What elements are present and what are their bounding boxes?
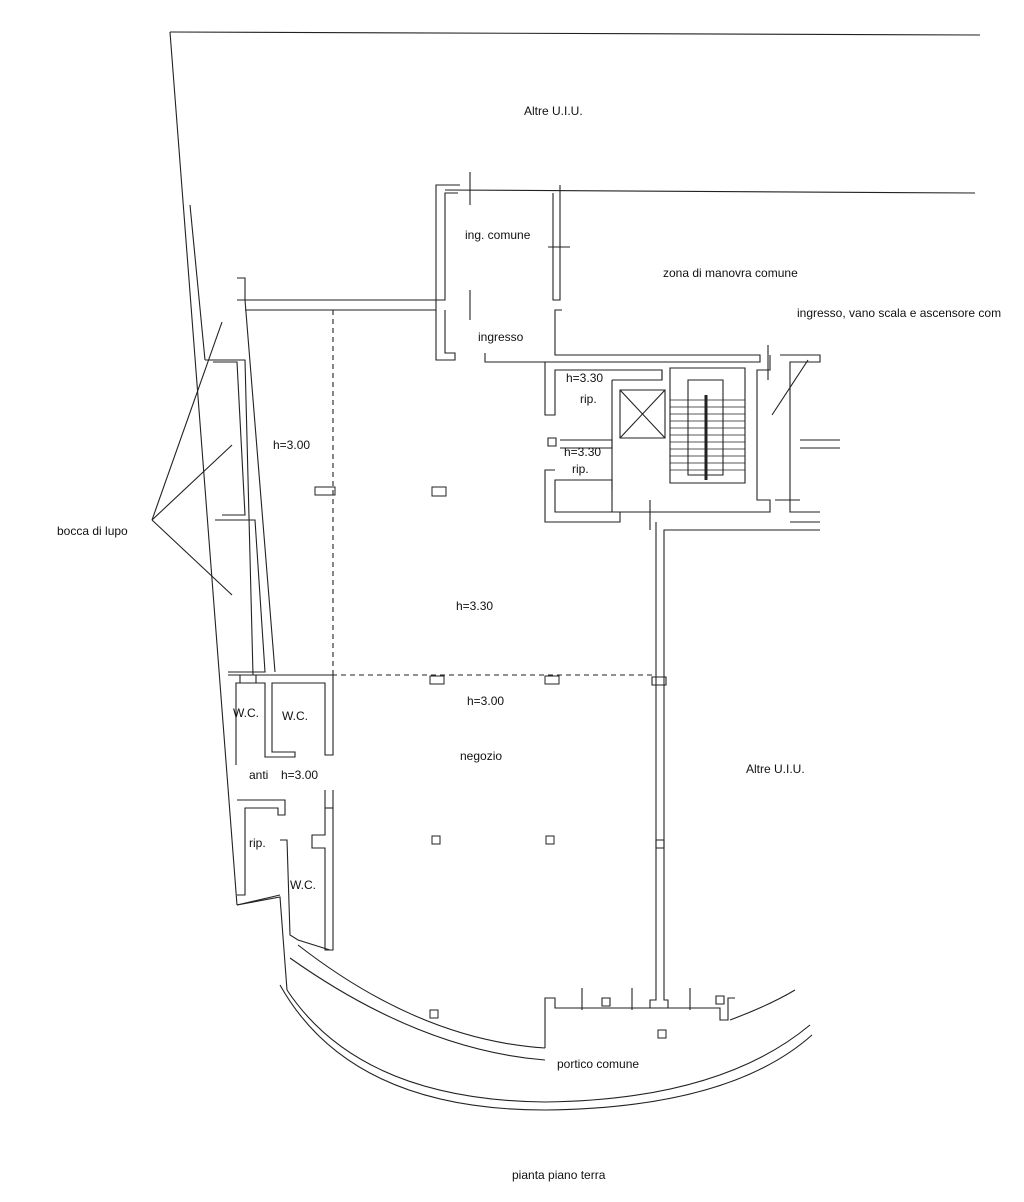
column [545,676,559,684]
label-portico-comune: portico comune [557,1057,640,1071]
portico-outer-curve [287,990,810,1102]
leader-line [152,322,222,520]
column [652,677,666,685]
light-well-wall [213,362,245,515]
wc-lower-walls [312,790,333,950]
portico-right-curve [730,990,795,1020]
light-well-wall [215,520,265,672]
label-height-rip2: h=3.30 [564,445,602,459]
label-rip2: rip. [572,462,589,476]
label-wc2: W.C. [282,709,308,723]
label-zona-manovra: zona di manovra comune [663,266,798,280]
lift-cross [620,390,665,438]
label-height-anti: h=3.00 [281,768,319,782]
label-wc1: W.C. [233,706,259,720]
label-bocca-di-lupo: bocca di lupo [57,524,128,538]
portico-outer-curve-2 [280,985,812,1110]
portico-inner-curve-2 [290,958,545,1060]
shop-top-wall [237,300,436,310]
lift-box [620,390,665,438]
ing-comune-right-wall [553,185,560,300]
inner-left-line [190,205,205,360]
label-wc3: W.C. [290,878,316,892]
stair-walls [640,355,770,512]
column [432,836,440,844]
column [546,836,554,844]
ingresso-walls [436,310,455,360]
label-negozio: negozio [460,749,503,763]
label-ingresso-vano: ingresso, vano scala e ascensore com [797,306,1002,320]
lower-left-wall [237,897,287,990]
ingresso-bottom-wall [485,310,760,362]
leader-line [152,445,232,520]
label-rip1: rip. [580,392,597,406]
light-well-line [245,300,275,672]
label-height-shop: h=3.00 [467,694,505,708]
anti-room-walls [237,800,285,895]
label-altre-uiu-top: Altre U.I.U. [524,104,583,118]
label-rip3: rip. [249,836,266,850]
top-boundary-line [170,32,980,35]
ing-comune-walls [436,185,460,300]
label-height-rip1: h=3.30 [566,371,604,385]
stair-outline [670,368,745,483]
wc-block-walls [228,675,333,765]
wc-lower-walls [280,840,330,950]
column [315,487,335,495]
leader-line [152,520,232,595]
label-anti: anti [249,768,269,782]
left-boundary-line [170,32,237,905]
right-entry-walls [780,355,820,512]
label-ing-comune: ing. comune [465,228,531,242]
rip-room-1-right [612,370,662,380]
rip-room-1 [545,362,662,415]
column [432,487,446,496]
column [658,1030,666,1038]
column [430,676,444,684]
plan-title: pianta piano terra [512,1168,606,1182]
portico-inner-curve [298,945,545,1048]
label-ingresso: ingresso [478,330,524,344]
rip-room-2b [545,470,620,522]
column [656,840,664,848]
label-height-left: h=3.00 [273,438,311,452]
light-well-wall [237,278,245,300]
column [240,675,256,683]
boundary-line-2 [445,190,975,193]
label-height-center: h=3.30 [456,599,494,613]
column [548,438,556,446]
column [430,1010,438,1018]
portico-front-wall [545,998,735,1048]
column [716,996,724,1004]
label-altre-uiu-right: Altre U.I.U. [746,762,805,776]
lift-shaft [612,380,640,512]
label-leader [772,360,808,415]
light-well-wall [205,360,253,675]
column [602,998,610,1006]
